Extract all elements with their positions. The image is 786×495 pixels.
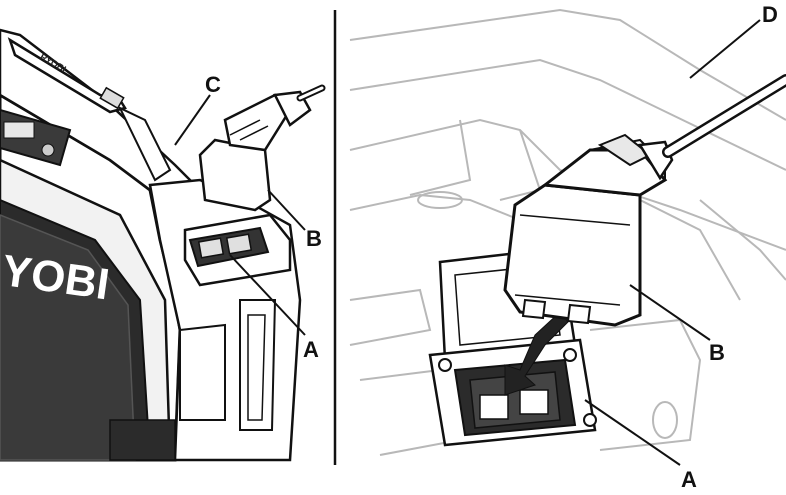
- callout-b-right: B: [709, 340, 725, 365]
- background-outline: [349, 8, 786, 456]
- leader-line-b-left: [267, 189, 306, 231]
- callout-d-right: D: [762, 2, 778, 27]
- callout-b-left: B: [306, 226, 322, 251]
- callout-a-right: A: [681, 467, 697, 492]
- right-panel: D B A: [349, 2, 786, 492]
- power-cord-plug: [198, 84, 326, 212]
- carry-handle: [7, 37, 127, 114]
- leader-line-a-right: [584, 399, 681, 466]
- leader-line-d-right: [689, 19, 761, 79]
- leader-line-b-right: [629, 284, 711, 341]
- power-cord-plug-large: [503, 74, 786, 327]
- power-port: [188, 226, 270, 268]
- leader-line-a-left: [229, 254, 306, 336]
- callout-a-left: A: [303, 337, 319, 362]
- callout-c-left: C: [205, 72, 221, 97]
- left-panel: YOBI RYOBI C B A: [0, 28, 326, 462]
- device-body: [0, 28, 302, 462]
- leader-line-c-left: [174, 94, 211, 146]
- insert-arrow: [504, 311, 569, 396]
